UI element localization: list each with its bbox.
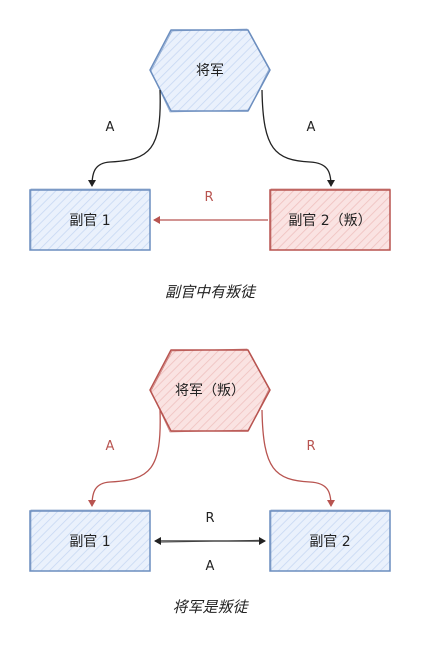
bottom-edge-middle-bottom-label: A bbox=[206, 559, 215, 574]
top-edge-general-to-officer1 bbox=[88, 89, 161, 187]
top-edge-general-to-officer2 bbox=[261, 89, 335, 187]
top-edge-middle-label: R bbox=[204, 190, 213, 205]
bottom-caption: 将军是叛徒 bbox=[172, 598, 249, 616]
top-officer1-sketch-stroke bbox=[30, 188, 151, 251]
top-officer2-label: 副官 2（叛） bbox=[288, 213, 371, 229]
top-general-sketch-stroke bbox=[150, 28, 270, 113]
bottom-edge-general-to-officer1 bbox=[88, 409, 161, 507]
bottom-edge-middle-top-label: R bbox=[205, 511, 214, 526]
top-general-shape bbox=[149, 29, 271, 112]
top-officer1-label: 副官 1 bbox=[69, 213, 110, 229]
top-officer1-shape bbox=[29, 189, 151, 251]
top-general-node[interactable]: 将军 bbox=[149, 28, 271, 113]
bottom-officer1-label: 副官 1 bbox=[69, 534, 110, 550]
bottom-officer2-node[interactable]: 副官 2 bbox=[269, 509, 391, 572]
bottom-edge-general-to-officer2 bbox=[261, 409, 335, 507]
bottom-officer2-sketch-stroke bbox=[270, 509, 391, 572]
bottom-diagram: 将军（叛） 副官 1 副官 2 A R R A 将军是叛徒 bbox=[29, 348, 391, 616]
top-diagram: 将军 副官 1 副官 2（叛） A A R 副官中有叛徒 bbox=[29, 28, 391, 301]
top-edge-left-label: A bbox=[106, 120, 115, 135]
top-officer2-sketch-stroke bbox=[270, 188, 391, 251]
bottom-edge-right-label: R bbox=[306, 439, 315, 454]
bottom-general-shape bbox=[149, 349, 271, 432]
top-officer2-node[interactable]: 副官 2（叛） bbox=[269, 188, 391, 251]
bottom-officer2-label: 副官 2 bbox=[309, 534, 350, 550]
bottom-general-node[interactable]: 将军（叛） bbox=[149, 348, 271, 433]
bottom-edge-left-label: A bbox=[106, 439, 115, 454]
top-officer1-node[interactable]: 副官 1 bbox=[29, 188, 151, 251]
top-caption: 副官中有叛徒 bbox=[165, 283, 257, 301]
bottom-general-label: 将军（叛） bbox=[175, 383, 245, 399]
top-edge-right-label: A bbox=[307, 120, 316, 135]
top-general-label: 将军 bbox=[196, 63, 224, 79]
bottom-edge-officer1-officer2-sketch bbox=[156, 539, 264, 543]
bottom-general-sketch-stroke bbox=[150, 348, 270, 433]
bottom-officer1-node[interactable]: 副官 1 bbox=[29, 509, 151, 572]
bottom-officer1-sketch-stroke bbox=[30, 509, 151, 572]
